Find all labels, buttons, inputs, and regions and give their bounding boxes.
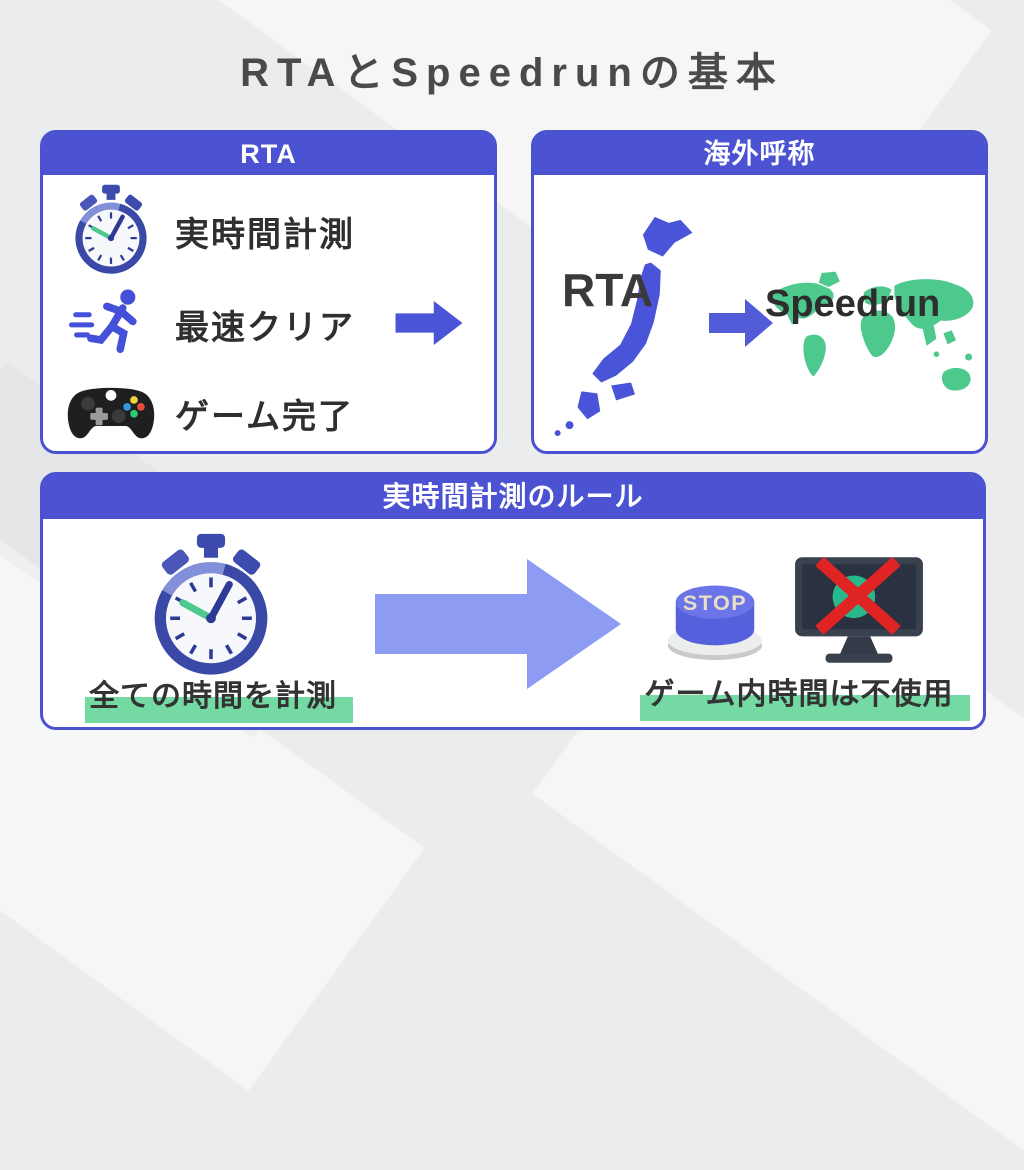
rules-card: 実時間計測のルール (40, 472, 986, 730)
world-map (760, 255, 984, 431)
japan-map (542, 205, 724, 443)
rta-item-label: ゲーム完了 (175, 397, 354, 436)
rta-item-fastest: 最速クリア (65, 285, 355, 363)
stopwatch-icon (65, 183, 157, 279)
page-title: RTAとSpeedrunの基本 (240, 51, 784, 95)
controller-icon (65, 383, 157, 443)
highlighted-text: ゲーム内時間は不使用 (640, 669, 970, 721)
highlighted-text: 全ての時間を計測 (85, 671, 353, 723)
overseas-card: 海外呼称 RTA (531, 130, 988, 454)
cross-icon (815, 556, 901, 635)
stopwatch-icon (139, 531, 283, 683)
stop-button-icon: STOP (651, 559, 779, 663)
rules-left-caption: 全ての時間を計測 (61, 671, 365, 723)
rta-item-label: 最速クリア (175, 308, 355, 347)
rules-right-caption: ゲーム内時間は不使用 (615, 669, 983, 721)
rta-item-label: 実時間計測 (175, 215, 355, 254)
overseas-card-header: 海外呼称 (534, 133, 985, 175)
monitor-cross-icon (791, 553, 927, 667)
big-arrow-right-icon (375, 553, 627, 695)
rta-item-complete: ゲーム完了 (65, 375, 354, 451)
stop-button-label: STOP (683, 590, 747, 615)
rta-item-realtime: 実時間計測 (65, 181, 355, 281)
runner-icon (65, 286, 157, 362)
world-term-label: Speedrun (765, 283, 941, 325)
rta-card: RTA (40, 130, 497, 454)
japan-term-label: RTA (562, 264, 654, 316)
rules-card-header: 実時間計測のルール (43, 475, 983, 519)
arrow-right-icon (394, 301, 464, 345)
rta-card-header: RTA (43, 133, 494, 175)
